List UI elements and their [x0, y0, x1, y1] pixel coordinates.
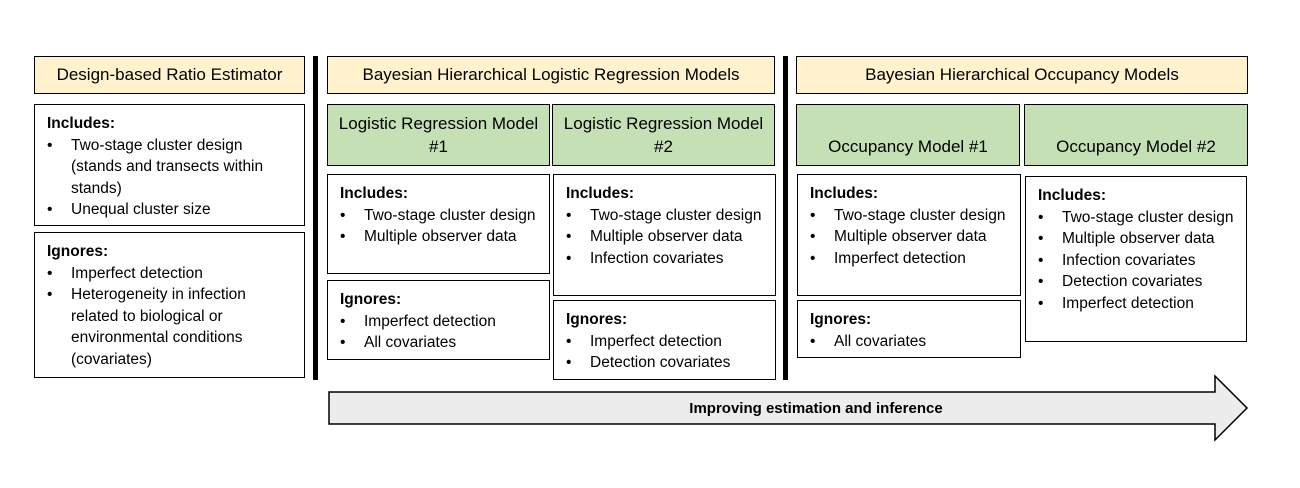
list-item: Multiple observer data [340, 226, 539, 248]
section-divider-1 [313, 56, 318, 380]
occupancy-header: Bayesian Hierarchical Occupancy Models [796, 56, 1248, 94]
occupancy-model1-header: Occupancy Model #1 [796, 104, 1020, 166]
logistic-header: Bayesian Hierarchical Logistic Regressio… [327, 56, 775, 94]
design-based-ignores-box: Ignores: Imperfect detectionHeterogeneity… [34, 232, 305, 378]
list-heading: Ignores: [47, 243, 109, 260]
list-item: Detection covariates [1038, 271, 1236, 293]
occupancy-model2-header: Occupancy Model #2 [1024, 104, 1248, 166]
design-based-includes-box: Includes: Two-stage cluster design (stand… [34, 104, 305, 226]
logistic-model1-includes-box: Includes: Two-stage cluster designMultipl… [327, 174, 550, 274]
list-item: All covariates [810, 331, 1010, 353]
list-item: Two-stage cluster design [340, 205, 539, 227]
occupancy-model1-includes-box: Includes: Two-stage cluster designMultipl… [797, 174, 1021, 296]
list-item: Imperfect detection [1038, 293, 1236, 315]
arrow-shape [328, 374, 1249, 442]
bullet-list: Two-stage cluster designMultiple observe… [340, 205, 539, 248]
list-item: Multiple observer data [810, 226, 1010, 248]
list-item: Heterogeneity in infection related to bi… [47, 284, 294, 370]
logistic-model2-header: Logistic Regression Model #2 [552, 104, 775, 166]
occupancy-model1-ignores-box: Ignores: All covariates [797, 300, 1021, 358]
list-item: All covariates [340, 332, 539, 354]
logistic-model2-includes-box: Includes: Two-stage cluster designMultipl… [553, 174, 776, 296]
bullet-list: All covariates [810, 331, 1010, 353]
list-item: Multiple observer data [1038, 228, 1236, 250]
occupancy-model2-includes-box: Includes: Two-stage cluster designMultipl… [1025, 176, 1247, 342]
list-heading: Includes: [47, 115, 116, 132]
list-item: Infection covariates [1038, 250, 1236, 272]
list-item: Two-stage cluster design [566, 205, 765, 227]
list-heading: Includes: [566, 185, 635, 202]
bullet-list: Imperfect detectionAll covariates [340, 311, 539, 354]
design-based-header: Design-based Ratio Estimator [34, 56, 305, 94]
list-item: Imperfect detection [47, 263, 294, 285]
list-item: Imperfect detection [340, 311, 539, 333]
bullet-list: Imperfect detectionHeterogeneity in infe… [47, 263, 294, 371]
list-item: Imperfect detection [810, 248, 1010, 270]
list-item: Detection covariates [566, 352, 765, 374]
section-divider-2 [783, 56, 788, 380]
bullet-list: Imperfect detectionDetection covariates [566, 331, 765, 374]
list-heading: Includes: [340, 185, 409, 202]
list-item: Unequal cluster size [47, 199, 294, 221]
arrow-label: Improving estimation and inference [689, 400, 942, 417]
list-item: Imperfect detection [566, 331, 765, 353]
list-heading: Ignores: [340, 291, 402, 308]
list-heading: Includes: [1038, 187, 1107, 204]
logistic-model2-ignores-box: Ignores: Imperfect detectionDetection cov… [553, 300, 776, 380]
list-item: Two-stage cluster design [1038, 207, 1236, 229]
bullet-list: Two-stage cluster design (stands and tra… [47, 135, 294, 221]
logistic-model1-ignores-box: Ignores: Imperfect detectionAll covariate… [327, 280, 550, 360]
bullet-list: Two-stage cluster designMultiple observe… [810, 205, 1010, 270]
list-item: Infection covariates [566, 248, 765, 270]
list-heading: Ignores: [566, 311, 628, 328]
logistic-model1-header: Logistic Regression Model #1 [327, 104, 550, 166]
bullet-list: Two-stage cluster designMultiple observe… [1038, 207, 1236, 315]
list-item: Multiple observer data [566, 226, 765, 248]
list-heading: Ignores: [810, 311, 872, 328]
list-item: Two-stage cluster design (stands and tra… [47, 135, 294, 200]
list-item: Two-stage cluster design [810, 205, 1010, 227]
list-heading: Includes: [810, 185, 879, 202]
bullet-list: Two-stage cluster designMultiple observe… [566, 205, 765, 270]
